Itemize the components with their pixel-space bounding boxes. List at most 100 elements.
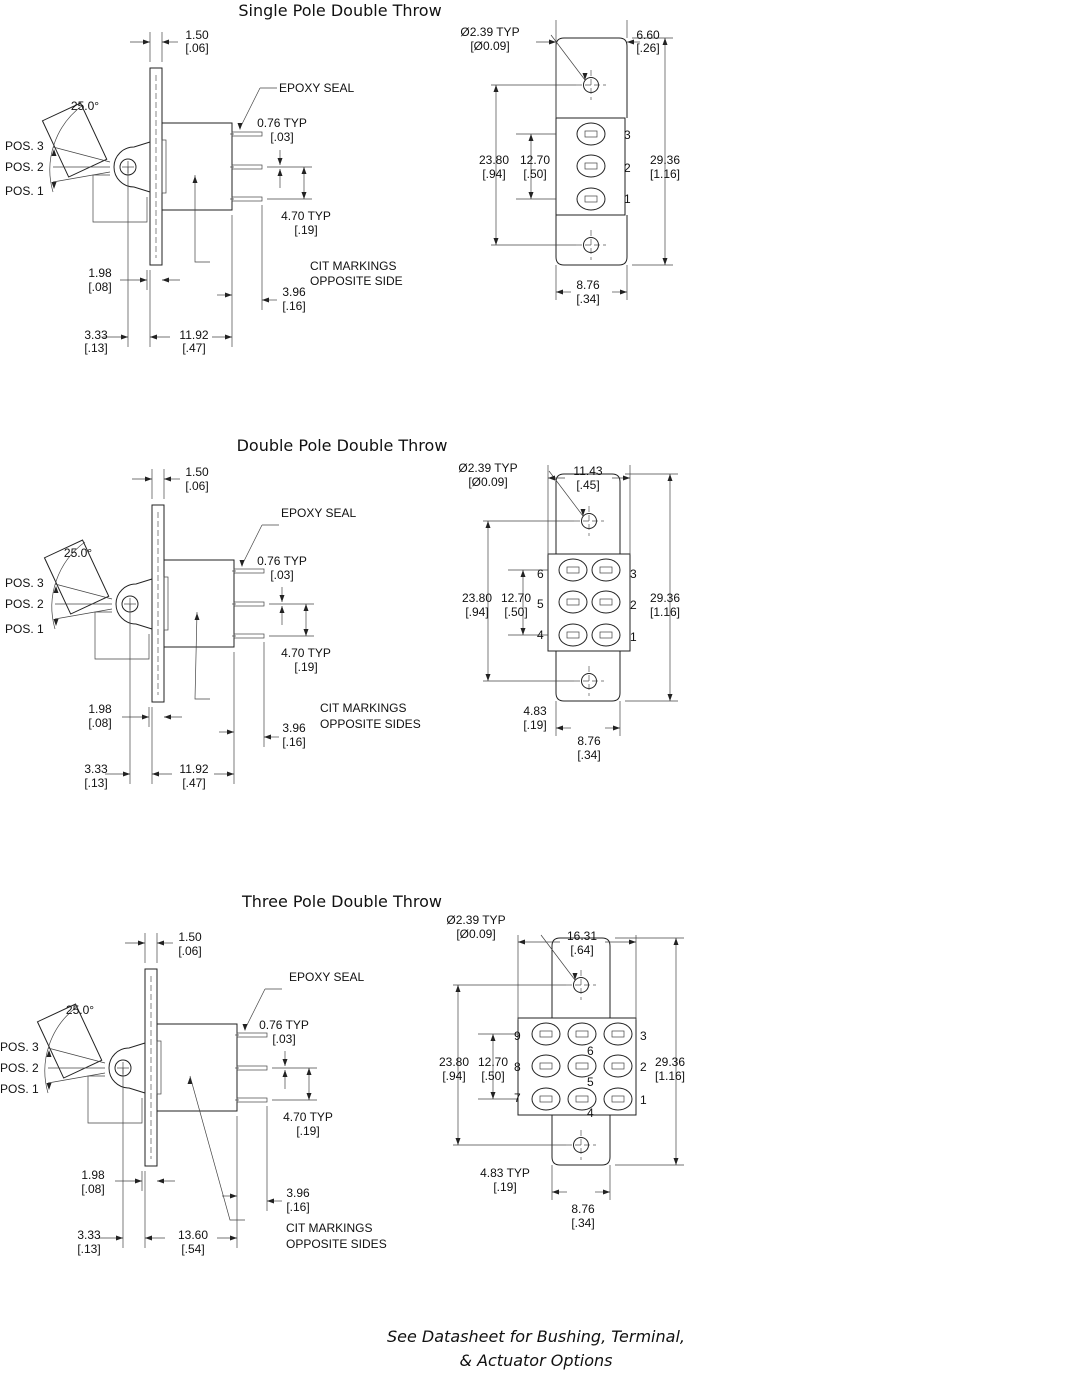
dim-pin-width-in: [.03] [270,568,293,582]
angle-label: 25.0° [71,99,99,113]
dimension-arrow [629,939,636,945]
dimension-arrow [662,38,668,45]
dimension-arrow [150,334,157,340]
dimension-arrow [143,39,150,45]
drawing-line [540,934,576,981]
dimension-arrow [123,771,130,777]
terminal-label: 2 [640,1060,647,1074]
dimension-arrow [528,134,534,141]
drawing-line [54,583,113,600]
dimension-arrow [242,1024,248,1031]
pos-2-label: POS. 2 [5,160,44,174]
dimension-arrow [306,1093,312,1100]
terminal-label: 1 [630,630,637,644]
dimension-arrow [301,192,307,199]
dim-body-in: [.47] [182,341,205,355]
dim-width: 16.31 [567,929,597,943]
cit-leader [194,175,210,263]
dimension-arrow [192,176,198,183]
terminal-label: 9 [514,1029,521,1043]
angle-arc [49,104,84,193]
dim-pin-offset: 4.83 [523,704,547,718]
section-title: Three Pole Double Throw [241,892,442,911]
dimension-arrow [227,729,234,735]
terminal-slot [611,1062,625,1070]
dim-pin-length: 3.96 [282,721,306,735]
dim-body-in: [.47] [182,776,205,790]
dim-width-in: [.45] [576,478,599,492]
dim-pin-offset-in: [.19] [523,718,546,732]
dim-body: 11.92 [179,328,208,342]
terminal-eyelet [603,1022,633,1046]
dim-flange-thickness: 1.50 [178,930,202,944]
terminal-eyelet [603,1087,633,1111]
terminal-eyelet [603,1054,633,1078]
dim-pin-length-in: [.16] [282,299,305,313]
terminal-label: 1 [624,192,631,206]
dimension-arrow [227,771,234,777]
cit-markings-label-2: OPPOSITE SIDE [310,274,403,288]
dimension-arrow [549,39,556,45]
dim-pin-width-in: [.03] [272,1032,295,1046]
dim-pin-pitch: 4.70 TYP [283,1110,333,1124]
dimension-arrow [145,476,152,482]
dim-flange-thickness-in: [.06] [178,944,201,958]
dimension-arrow [46,1050,52,1057]
dimension-arrow [46,1083,52,1090]
dimension-arrow [485,674,491,681]
dim-hole-spacing: 23.80 [462,591,492,605]
dimension-arrow [282,1059,288,1066]
terminal-eyelet [558,623,588,647]
dimension-arrow [520,570,526,577]
actuator-lever-pos1 [94,611,150,660]
terminal-slot [584,162,598,170]
dim-tab: 8.76 [577,734,601,748]
terminal-label: 4 [587,1106,594,1120]
switch-body [161,122,233,211]
section-3pdt: Three Pole Double Throw 1.50 [.06] EPOXY… [0,892,685,1256]
dimension-arrow [518,939,525,945]
dim-body: 13.60 [178,1228,208,1242]
terminal-pin [233,568,265,574]
switch-body [156,1023,238,1112]
dimension-arrow [53,619,59,626]
mounting-tab-bottom [551,1115,611,1166]
dim-offset-a: 1.98 [81,1168,105,1182]
mounting-tab-top [551,937,611,1018]
switch-body [163,559,235,648]
dimension-arrow [673,938,679,945]
dimension-arrow [490,1092,496,1099]
dimension-arrow [528,192,534,199]
dimension-arrow [556,289,563,295]
dimension-arrow [493,238,499,245]
actuator-lever [43,539,110,615]
switch-body-face [555,117,626,216]
terminal-slot [539,1095,553,1103]
dimension-arrow [140,277,147,283]
epoxy-seal-label: EPOXY SEAL [279,81,354,95]
dimension-arrow [667,694,673,701]
terminal-label: 3 [630,567,637,581]
cit-markings-label: CIT MARKINGS [310,259,396,273]
body-step [156,1040,162,1095]
dim-hole-spacing: 23.80 [479,153,509,167]
angle-arc [51,541,86,630]
drawing-line [52,171,111,183]
actuator-lever-pos1 [92,174,148,223]
dim-pin-width: 0.76 TYP [259,1018,309,1032]
terminal-pin [231,131,263,137]
actuator-lever [36,1003,103,1079]
terminal-eyelet [591,558,621,582]
switch-body-face [517,1017,637,1116]
terminal-label: 6 [587,1044,594,1058]
dimension-arrow [623,475,630,481]
terminal-slot [584,195,598,203]
drawing-line [54,608,113,620]
mounting-tab-bottom [555,215,628,266]
dimension-arrow [162,39,169,45]
dimension-arrow [493,85,499,92]
dimension-arrow [157,940,164,946]
dim-length: 29.36 [650,591,680,605]
dimension-arrow [662,258,668,265]
pos-1-label: POS. 1 [5,622,44,636]
